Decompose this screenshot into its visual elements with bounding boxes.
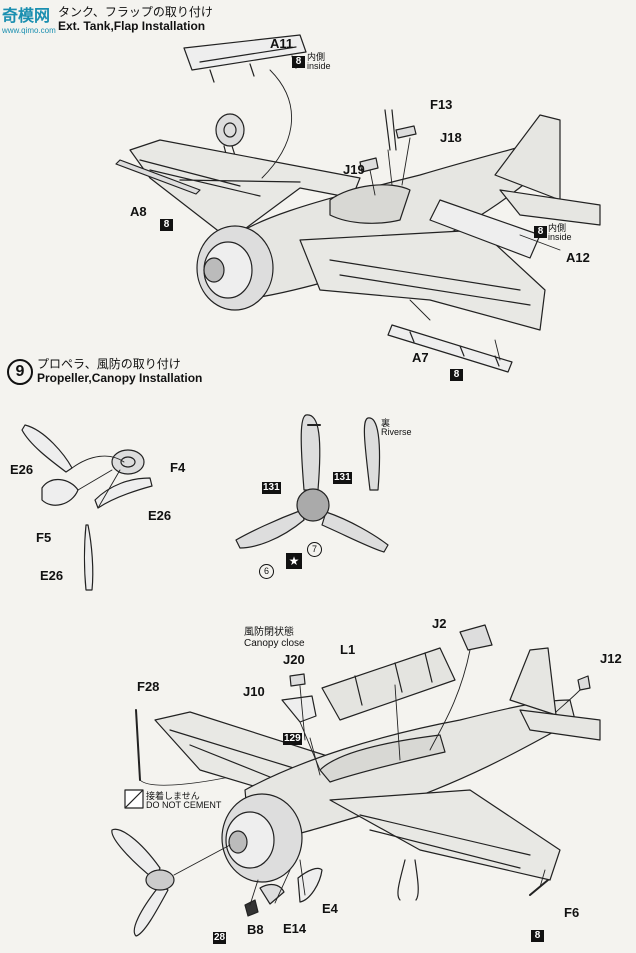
part-label-e4: E4 [322, 901, 338, 916]
paint-code-129: 129 [283, 733, 302, 745]
part-label-j12: J12 [600, 651, 622, 666]
paint-code-f6: 8 [531, 930, 544, 942]
canopy-jp: 風防閉状態 [244, 627, 294, 638]
reverse-note: 裏 Riverse [381, 418, 412, 438]
part-label-a11: A11 [270, 36, 294, 51]
part-label-f4: F4 [170, 460, 186, 475]
part-label-e14: E14 [283, 921, 307, 936]
paint-code-a8: 8 [160, 219, 173, 231]
paint-code-a7: 8 [450, 369, 463, 381]
inside-jp-2: 内側 [548, 223, 567, 233]
no-cement-note: 接着しません DO NOT CEMENT [146, 791, 222, 811]
part-label-f13: F13 [430, 97, 453, 112]
watermark-brand: 奇模网 [2, 8, 51, 25]
inside-note-a12: 内側 inside [548, 223, 572, 243]
paint-code-a11: 8 [292, 56, 305, 68]
part-label-a8: A8 [130, 204, 147, 219]
step8-heading: タンク、フラップの取り付け Ext. Tank,Flap Installatio… [58, 5, 213, 34]
step9-heading: プロペラ、風防の取り付け Propeller,Canopy Installati… [37, 357, 203, 386]
inside-en-2: inside [548, 232, 572, 243]
part-label-j18: J18 [440, 130, 462, 145]
part-label-e26-b: E26 [148, 508, 172, 523]
part-label-a7: A7 [412, 350, 429, 365]
step9-number: 9 [7, 359, 33, 385]
watermark-url: www.qimo.com [2, 26, 56, 35]
reverse-jp: 裏 [381, 418, 391, 428]
part-label-l1: L1 [340, 642, 356, 657]
step9-title-en: Propeller,Canopy Installation [37, 370, 203, 385]
step8-title-jp: タンク、フラップの取り付け [58, 5, 213, 19]
paint-code-blade-reverse: 131 [333, 472, 352, 484]
no-cement-jp: 接着しません [146, 791, 200, 801]
part-label-j2: J2 [432, 616, 447, 631]
part-label-e26-c: E26 [40, 568, 64, 583]
part-label-a12: A12 [566, 250, 590, 265]
star-icon: ★ [286, 553, 302, 569]
part-label-f6: F6 [564, 905, 580, 920]
step8-aircraft [115, 34, 601, 373]
step8-title-en: Ext. Tank,Flap Installation [58, 18, 206, 33]
color-code-hub: 7 [307, 542, 322, 557]
paint-code-28: 28 [213, 932, 227, 944]
part-label-b8: B8 [247, 922, 264, 937]
paint-code-blade: 131 [262, 482, 281, 494]
part-label-f5: F5 [36, 530, 52, 545]
part-label-j20: J20 [283, 652, 305, 667]
part-label-f28: F28 [137, 679, 160, 694]
step9-propeller [21, 414, 389, 591]
site-watermark: 奇模网 www.qimo.com [2, 2, 56, 35]
part-label-j19: J19 [343, 162, 365, 177]
part-label-e26-a: E26 [10, 462, 34, 477]
reverse-en: Riverse [381, 427, 412, 438]
inside-jp: 内側 [307, 52, 326, 62]
color-code-tip: 6 [259, 564, 274, 579]
no-cement-en: DO NOT CEMENT [146, 800, 222, 811]
paint-code-a12: 8 [534, 226, 547, 238]
inside-en: inside [307, 61, 331, 72]
step9-title-jp: プロペラ、風防の取り付け [37, 357, 181, 371]
step10-aircraft [111, 624, 601, 937]
part-label-j10: J10 [243, 684, 265, 699]
inside-note-a11: 内側 inside [307, 52, 331, 72]
canopy-en: Canopy close [244, 637, 305, 649]
canopy-close-note: 風防閉状態 Canopy close [244, 627, 305, 649]
